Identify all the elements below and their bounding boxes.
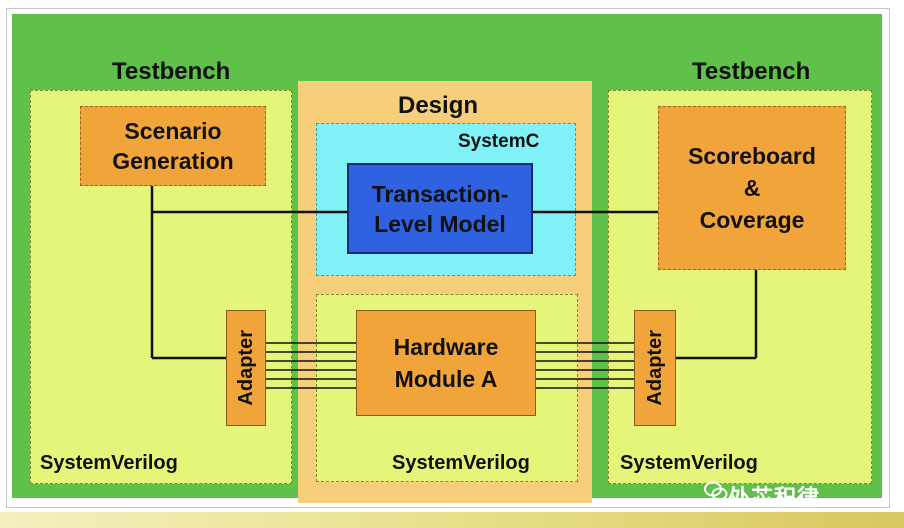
right-testbench-title: Testbench <box>692 58 811 85</box>
scoreboard-coverage-block: Scoreboard & Coverage <box>658 106 846 270</box>
scoreboard-line3: Coverage <box>699 207 805 233</box>
transaction-level-model-block: Transaction- Level Model <box>347 163 533 254</box>
wechat-icon <box>704 481 728 501</box>
left-systemverilog-label: SystemVerilog <box>40 452 178 474</box>
scenario-line2: Generation <box>112 148 234 174</box>
bottom-band <box>0 512 904 528</box>
left-adapter-block: Adapter <box>226 310 266 426</box>
design-systemverilog-label: SystemVerilog <box>392 452 530 474</box>
right-bus <box>536 342 634 389</box>
scenario-generation-block: Scenario Generation <box>80 106 266 186</box>
right-systemverilog-label: SystemVerilog <box>620 452 758 474</box>
right-adapter-label: Adapter <box>643 330 666 406</box>
tlm-line2: Level Model <box>374 210 506 237</box>
design-title: Design <box>398 92 479 119</box>
hw-line1: Hardware <box>393 334 499 360</box>
watermark-text: 处芯积律 <box>728 485 821 510</box>
left-testbench-title: Testbench <box>112 58 231 85</box>
right-adapter-block: Adapter <box>634 310 676 426</box>
hw-line2: Module A <box>394 366 498 392</box>
scoreboard-line1: Scoreboard <box>688 143 816 169</box>
scenario-line1: Scenario <box>124 118 222 144</box>
left-adapter-label: Adapter <box>234 330 257 406</box>
tlm-line1: Transaction- <box>371 180 509 207</box>
scoreboard-line2: & <box>743 175 761 201</box>
hardware-module-a-block: Hardware Module A <box>356 310 536 416</box>
systemc-label: SystemC <box>458 131 540 152</box>
left-bus <box>266 342 356 389</box>
